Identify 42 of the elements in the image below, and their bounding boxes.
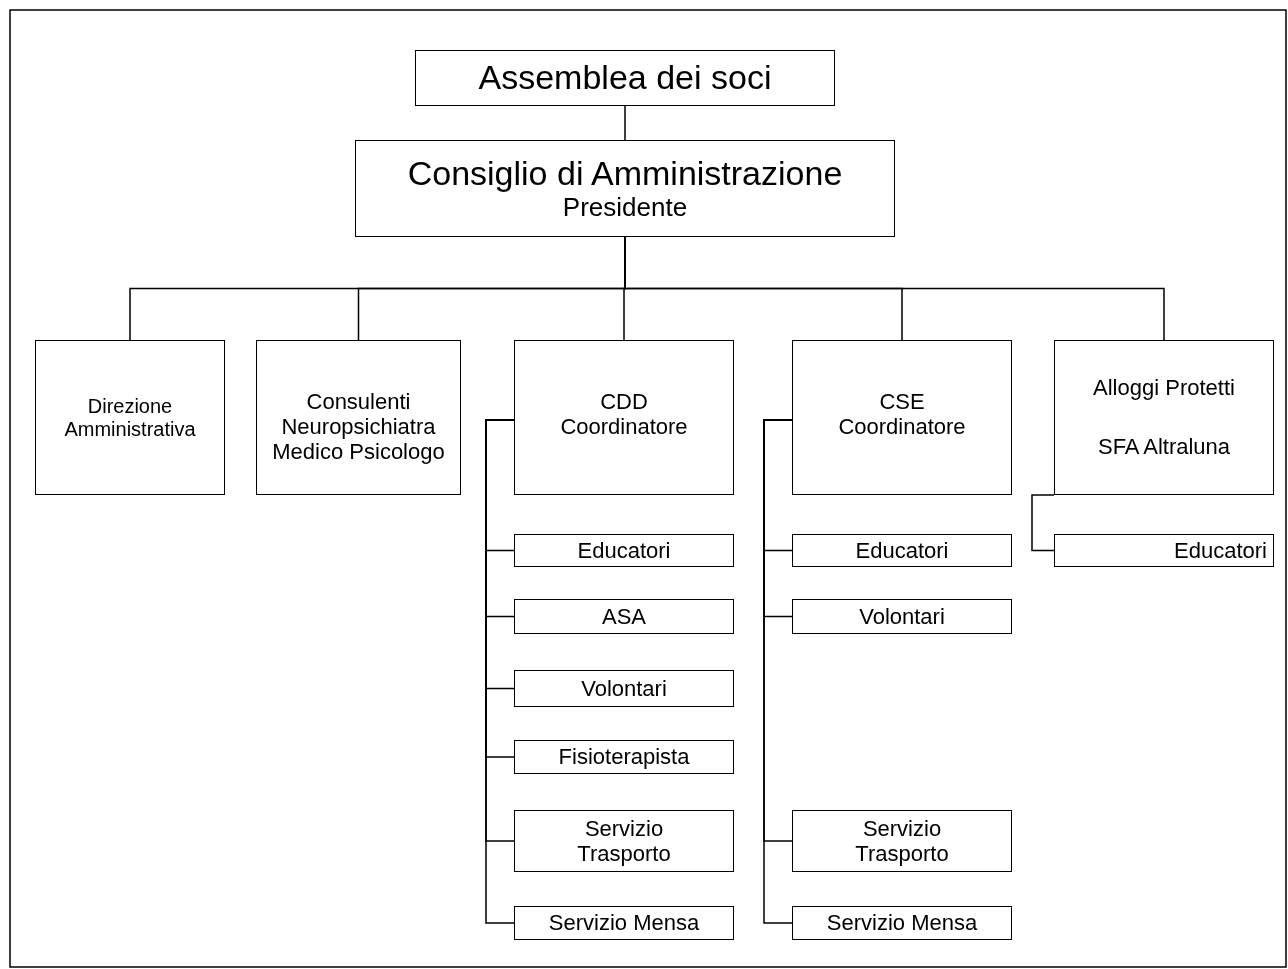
org-box [514, 740, 734, 774]
org-box [514, 534, 734, 567]
org-box [256, 340, 461, 495]
box-label: Assemblea dei soci [478, 58, 772, 98]
box-label: Servizio Trasporto [576, 815, 672, 867]
box-label: Volontari [581, 675, 667, 702]
org-box [514, 340, 734, 495]
box-label: SFA Altraluna [1097, 434, 1231, 460]
box-label: Servizio Mensa [826, 910, 978, 936]
org-box [792, 340, 1012, 495]
org-box [514, 599, 734, 634]
box-label: ASA [602, 603, 646, 630]
box-label: Volontari [859, 603, 945, 630]
connector-line [1031, 494, 1055, 552]
box-label: Direzione Amministrativa [63, 394, 197, 441]
box-label: Servizio Mensa [548, 910, 700, 936]
org-box [35, 340, 225, 495]
org-box [514, 670, 734, 707]
org-box [415, 50, 835, 106]
org-box [355, 140, 895, 237]
box-label: Educatori [1174, 537, 1267, 564]
org-box [1054, 534, 1274, 567]
box-label: Fisioterapista [558, 744, 690, 770]
box-label: Consiglio di Amministrazione [407, 154, 843, 194]
connector-line [763, 419, 793, 924]
box-label: Servizio Trasporto [854, 815, 950, 867]
box-label: Consulenti Neuropsichiatra Medico Psicologo [271, 388, 446, 465]
box-label: Presidente [562, 193, 688, 223]
box-label: Educatori [577, 537, 671, 564]
org-box [1054, 340, 1274, 495]
box-label: Educatori [855, 537, 949, 564]
box-label: CSE Coordinatore [837, 389, 967, 440]
org-box [792, 810, 1012, 872]
org-box [514, 906, 734, 940]
org-box [792, 599, 1012, 634]
org-box [792, 906, 1012, 940]
org-box [514, 810, 734, 872]
box-label: CDD Coordinatore [559, 389, 689, 440]
connector-line [485, 419, 515, 924]
org-box [792, 534, 1012, 567]
connector-line [624, 105, 626, 141]
box-label: Alloggi Protetti [1093, 375, 1235, 401]
